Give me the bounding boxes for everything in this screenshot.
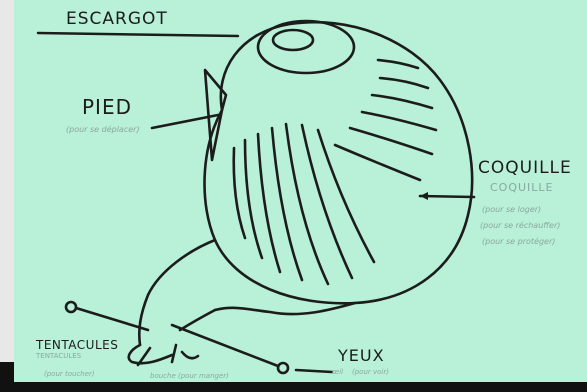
note-coquille-2: (pour se réchauffer) bbox=[480, 221, 560, 230]
note-bouche: bouche (pour manger) bbox=[150, 372, 229, 380]
pencil-coquille: COQUILLE bbox=[490, 181, 554, 194]
photo-bottom-edge bbox=[0, 382, 587, 392]
paper-left-margin bbox=[0, 0, 14, 392]
note-coquille-1: (pour se loger) bbox=[482, 205, 541, 214]
pencil-oeil: œil bbox=[332, 368, 343, 376]
label-yeux: YEUX bbox=[338, 346, 385, 365]
note-coquille-3: (pour se protéger) bbox=[482, 237, 555, 246]
pencil-tentacules: TENTACULES bbox=[36, 352, 81, 360]
label-tentacules: TENTACULES bbox=[36, 338, 118, 352]
note-tentacules: (pour toucher) bbox=[44, 370, 95, 378]
note-pied: (pour se déplacer) bbox=[66, 125, 140, 134]
diagram-title: ESCARGOT bbox=[66, 9, 168, 29]
note-yeux: (pour voir) bbox=[352, 368, 389, 376]
photo-corner-shadow bbox=[0, 362, 14, 392]
label-pied: PIED bbox=[82, 95, 132, 119]
label-coquille: COQUILLE bbox=[478, 158, 572, 178]
coquille-leader-line bbox=[420, 196, 474, 197]
